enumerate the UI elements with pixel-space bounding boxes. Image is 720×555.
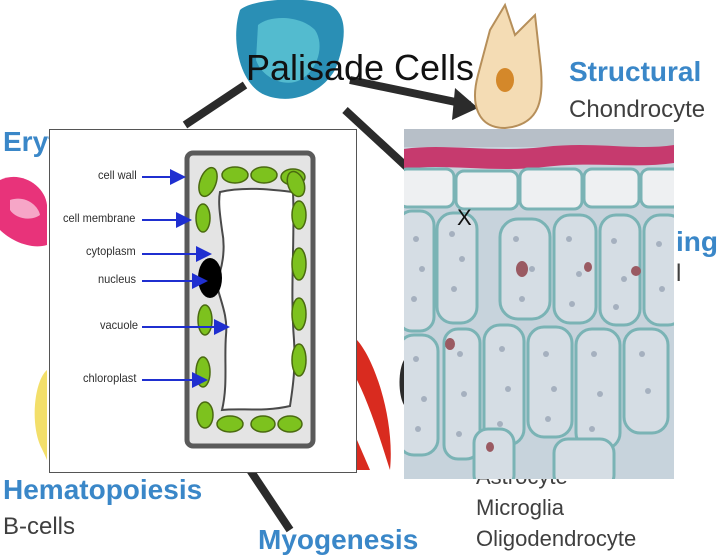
nucleus bbox=[198, 258, 222, 298]
cuticle-layer bbox=[404, 129, 674, 147]
background-label-partial-ing: ing bbox=[676, 226, 718, 257]
micrograph-marker-x: X bbox=[457, 205, 472, 230]
epidermal-cells bbox=[404, 167, 674, 211]
chondrocyte-illustration bbox=[474, 2, 543, 130]
vacuole bbox=[214, 187, 296, 412]
plant-cell-diagram: cell wall cell membrane cytoplasm nucleu… bbox=[49, 129, 357, 473]
plant-cell-drawing bbox=[142, 150, 316, 449]
micrograph-nuclei bbox=[445, 261, 641, 452]
label-cell-wall: cell wall bbox=[98, 168, 137, 182]
background-label-b-cells: B-cells bbox=[3, 513, 76, 540]
slide-title: Palisade Cells bbox=[245, 47, 475, 88]
yellow-cell-illustration bbox=[34, 370, 47, 460]
background-label-erythrocyte: Eryt bbox=[3, 126, 58, 157]
label-cytoplasm: cytoplasm bbox=[86, 244, 136, 258]
background-label-structural: Structural bbox=[569, 56, 702, 87]
background-label-chondrocyte: Chondrocyte bbox=[569, 96, 706, 123]
background-label-partial-l: l bbox=[676, 260, 682, 287]
label-vacuole: vacuole bbox=[100, 318, 139, 332]
background-label-oligodendrocyte: Oligodendrocyte bbox=[476, 526, 637, 551]
label-chloroplast: chloroplast bbox=[83, 371, 137, 385]
background-label-microglia: Microglia bbox=[476, 495, 565, 520]
micrograph-image bbox=[404, 129, 674, 479]
background-label-myogenesis: Myogenesis bbox=[258, 524, 419, 555]
label-cell-membrane: cell membrane bbox=[63, 211, 136, 225]
arrow-to-structural bbox=[349, 76, 471, 109]
myocyte-illustration bbox=[357, 340, 391, 470]
label-nucleus: nucleus bbox=[98, 272, 137, 286]
background-stem-cell-graphic bbox=[0, 0, 543, 533]
arrow-to-left bbox=[182, 81, 248, 129]
palisade-micrograph bbox=[404, 129, 674, 479]
micrograph-chloroplasts bbox=[411, 231, 665, 437]
background-label-hematopoiesis: Hematopoiesis bbox=[3, 474, 203, 505]
chloroplasts bbox=[195, 166, 307, 433]
